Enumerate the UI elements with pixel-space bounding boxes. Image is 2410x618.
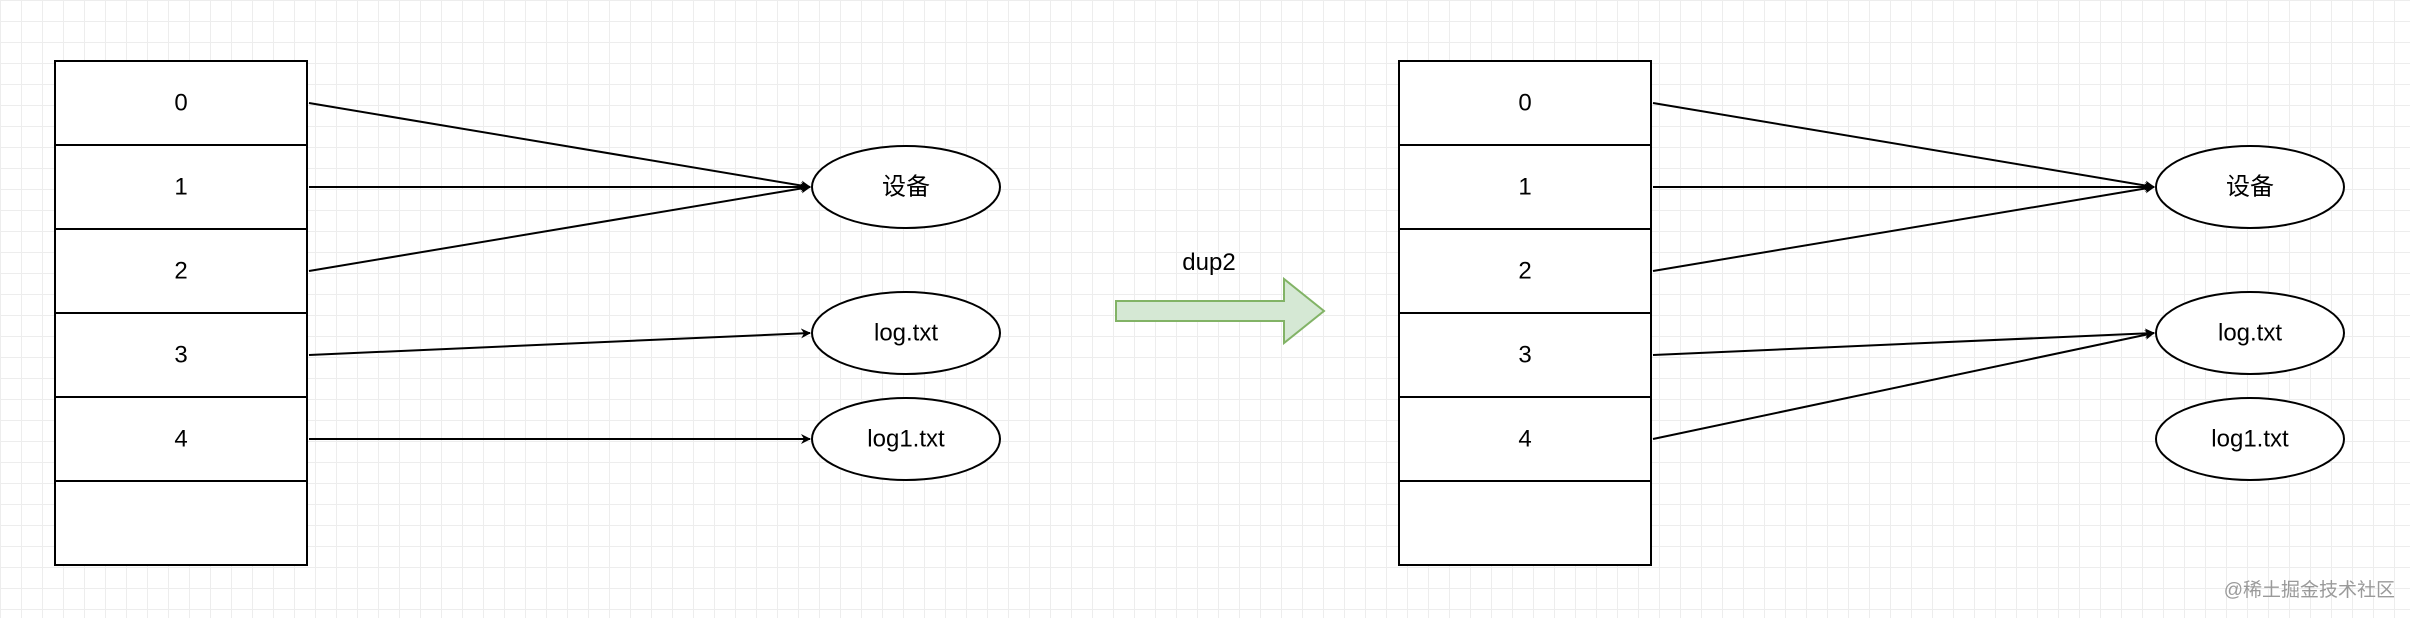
right-arrow-fd4-to-log [1652, 329, 2155, 440]
right-target-log-label: log.txt [2218, 320, 2282, 347]
left-arrow-fd3-to-log [308, 328, 811, 356]
right-target-log1: log1.txt [2155, 397, 2345, 481]
dup2-arrow [1115, 276, 1326, 346]
right-fd-cell-2: 2 [1518, 258, 1531, 285]
right-fd-cell-0: 0 [1518, 90, 1531, 117]
left-fd-cell-0: 0 [174, 90, 187, 117]
left-fd-table: 0 1 2 3 4 [54, 60, 308, 566]
left-fd-cell-2: 2 [174, 258, 187, 285]
right-target-log1-label: log1.txt [2211, 426, 2289, 453]
left-arrow-fd2-to-device [308, 183, 811, 272]
right-fd-cell-3: 3 [1518, 342, 1531, 369]
right-arrow-fd3-to-log [1652, 328, 2155, 356]
left-target-log-label: log.txt [874, 320, 938, 347]
left-fd-cell-3: 3 [174, 342, 187, 369]
right-target-device: 设备 [2155, 145, 2345, 229]
left-target-log1: log1.txt [811, 397, 1001, 481]
right-arrow-fd2-to-device [1652, 183, 2155, 272]
left-target-device: 设备 [811, 145, 1001, 229]
left-fd-cell-4: 4 [174, 426, 187, 453]
left-target-log1-label: log1.txt [867, 426, 945, 453]
right-target-log: log.txt [2155, 291, 2345, 375]
right-fd-cell-1: 1 [1518, 174, 1531, 201]
right-fd-table: 0 1 2 3 4 [1398, 60, 1652, 566]
right-fd-cell-4: 4 [1518, 426, 1531, 453]
dup2-label: dup2 [1182, 249, 1235, 276]
right-target-device-label: 设备 [2226, 174, 2274, 201]
left-target-log: log.txt [811, 291, 1001, 375]
right-arrow-fd0-to-device [1652, 102, 2155, 191]
left-arrow-fd0-to-device [308, 102, 811, 191]
watermark: @稀土掘金技术社区 [2224, 579, 2395, 601]
left-target-device-label: 设备 [882, 174, 930, 201]
left-fd-cell-1: 1 [174, 174, 187, 201]
